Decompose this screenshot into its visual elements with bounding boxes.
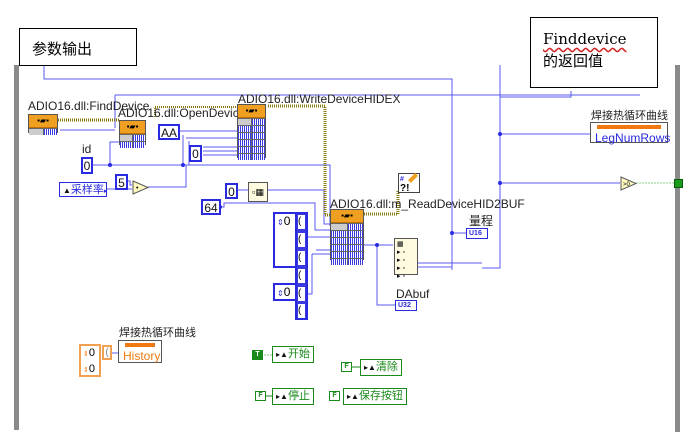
stop-bool-constant[interactable]: F (255, 391, 266, 401)
read-device-label: ADIO16.dll:m_ReadDeviceHID2BUF (330, 197, 525, 211)
array-element: ( (298, 304, 305, 318)
property-node-header (597, 124, 661, 130)
multiply-icon[interactable]: • (132, 180, 149, 195)
five-constant[interactable]: 5 (115, 174, 128, 190)
find-device-label: ADIO16.dll:FindDevice (28, 99, 150, 113)
wire (148, 165, 187, 188)
history-array-constant[interactable]: ⇕0 ⇕0 (79, 344, 101, 377)
array-constant-elements[interactable]: ( ( ( ( ( ( (295, 212, 308, 320)
save-bool-constant[interactable]: F (329, 391, 340, 401)
history-array-element[interactable]: ( (102, 345, 112, 360)
wire (109, 141, 119, 165)
comment-text-line2: 的返回值 (543, 52, 604, 70)
wire (220, 202, 330, 231)
comment-text: 参数输出 (32, 40, 93, 58)
dll-call-icon: ▪▰▪ (331, 210, 363, 223)
local-variable-icon: ▲ (63, 186, 71, 195)
array-constant-2[interactable]: ⇕0 (273, 283, 297, 301)
init-value-constant[interactable]: 0 (225, 183, 238, 199)
size-constant[interactable]: 64 (201, 199, 221, 215)
loop-frame-left (14, 65, 19, 430)
wire (43, 65, 453, 270)
dll-call-icon: ▪▰▪ (120, 121, 145, 134)
array-element: ( (298, 269, 305, 283)
write-device-label: ADIO16.dll:WriteDeviceHIDEX (238, 92, 401, 106)
index-arrows-icon: ⇕ (83, 367, 89, 374)
aa-constant[interactable]: AA (158, 124, 180, 140)
clear-button-local[interactable]: ▸▲清除 (360, 359, 402, 376)
local-variable-icon: ▸▲ (276, 350, 288, 359)
array-index[interactable]: ⇕0 (277, 285, 291, 299)
index-arrows-icon: ⇕ (83, 351, 89, 358)
svg-text:>0: >0 (623, 182, 631, 188)
array-element: ( (298, 251, 305, 265)
chart-name-top: 焊接热循环曲线 (591, 110, 668, 122)
local-variable-icon: ▸▲ (347, 392, 359, 401)
legnumrows-property-node[interactable]: LegNumRows (590, 122, 671, 145)
history-property-node[interactable]: History (118, 340, 162, 363)
start-bool-constant[interactable]: T (252, 350, 263, 360)
zero-index-constant[interactable]: 0 (189, 145, 202, 162)
wire (376, 245, 395, 306)
dll-call-icon: ▪▰▪ (29, 115, 57, 128)
comment-param-output[interactable]: 参数输出 (19, 28, 137, 66)
initialize-array-icon[interactable]: ▫▦ (248, 182, 268, 202)
array-element: ( (298, 233, 305, 247)
write-device-node[interactable]: ▪▰▪ (237, 104, 266, 160)
range-label: 量程 (469, 214, 494, 228)
chart-name-bottom: 焊接热循环曲线 (119, 327, 196, 339)
array-element: ( (298, 287, 305, 301)
local-variable-icon: ▸▲ (364, 363, 376, 372)
id-constant[interactable]: 0 (81, 157, 93, 174)
clear-bool-constant[interactable]: F (341, 362, 352, 372)
open-device-label: ADIO16.dll:OpenDevice (118, 106, 246, 120)
wire (127, 180, 132, 186)
id-label: id (82, 142, 92, 156)
wire (500, 91, 572, 98)
arrow-icon: ▸ (103, 188, 108, 195)
stop-button-local[interactable]: ▸▲停止 (272, 388, 314, 405)
index-arrows-icon: ⇕ (277, 218, 284, 227)
history-property[interactable]: History (123, 349, 161, 363)
comment-text-line1: Finddevice (543, 30, 627, 48)
find-device-node[interactable]: ▪▰▪ (28, 114, 58, 135)
compare-icon[interactable]: >0 (620, 176, 637, 191)
legnumrows-property[interactable]: LegNumRows (595, 131, 671, 145)
sample-rate-control[interactable]: ▲采样率▸ (59, 182, 107, 197)
range-indicator[interactable]: U16 (466, 228, 488, 239)
dll-call-icon: ▪▰▪ (238, 105, 265, 118)
index-arrows-icon: ⇕ (277, 289, 284, 298)
error-handler-icon[interactable]: #?! (398, 173, 420, 194)
comment-finddevice[interactable]: Finddevice 的返回值 (530, 17, 658, 88)
dabuf-indicator[interactable]: U32 (395, 300, 417, 311)
start-button-local[interactable]: ▸▲开始 (272, 346, 314, 363)
save-button-local[interactable]: ▸▲保存按钮 (343, 388, 407, 405)
property-node-header (125, 342, 155, 348)
local-variable-icon: ▸▲ (276, 392, 288, 401)
dabuf-label: DAbuf (396, 287, 430, 301)
open-device-node[interactable]: ▪▰▪ (119, 120, 146, 148)
loop-terminal[interactable] (674, 179, 683, 188)
read-device-node[interactable]: ▪▰▪ (330, 209, 364, 265)
loop-frame-right (675, 65, 680, 432)
array-element: ( (298, 215, 305, 229)
index-array-icon[interactable]: ▦▸ ▫▸ ▫▸ ▫▸ ▫ (394, 238, 418, 280)
svg-text:•: • (136, 185, 139, 192)
wire (92, 164, 331, 226)
